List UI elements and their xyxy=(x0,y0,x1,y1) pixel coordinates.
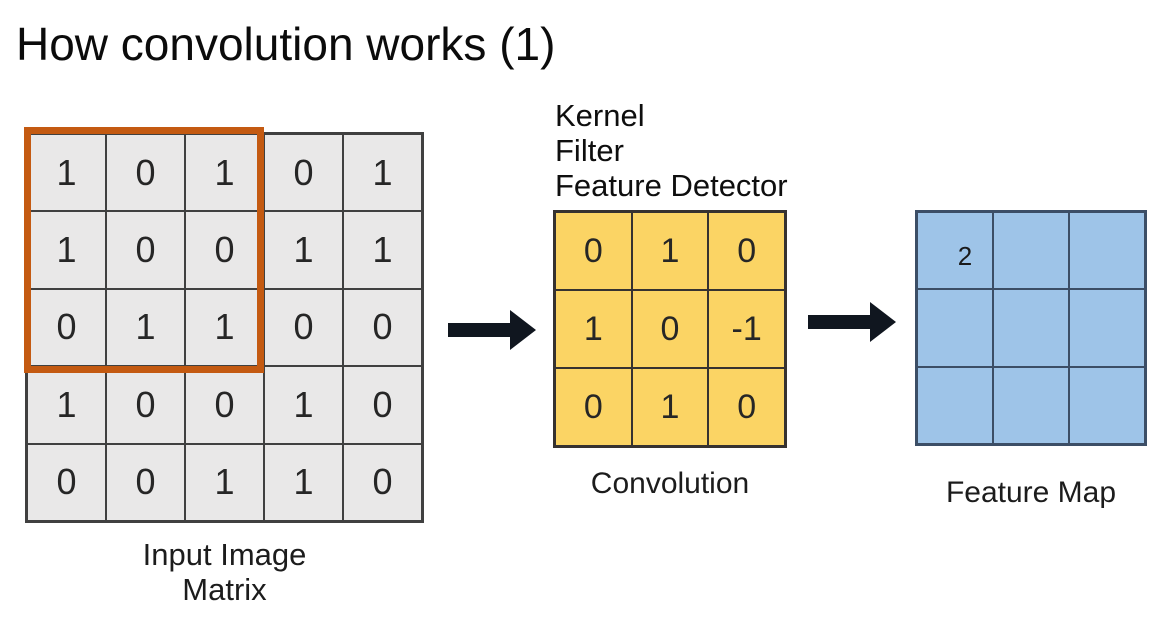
input-cell-r4c1: 0 xyxy=(106,443,185,521)
feature-cell-r1c2 xyxy=(1069,289,1145,367)
kernel-heading-line-3: Feature Detector xyxy=(555,168,788,203)
input-image-matrix: 1 0 1 0 1 1 0 0 1 1 0 1 1 0 0 1 0 0 1 0 … xyxy=(25,132,424,523)
kernel-cell-r2c0: 0 xyxy=(555,368,632,446)
arrow-input-to-kernel xyxy=(446,308,538,352)
feature-cell-r1c1 xyxy=(993,289,1069,367)
input-cell-r2c2: 1 xyxy=(185,288,264,367)
kernel-cell-r0c0: 0 xyxy=(555,212,632,290)
input-cell-r2c1: 1 xyxy=(106,288,185,367)
input-cell-r1c0: 1 xyxy=(27,211,106,289)
kernel-heading-line-2: Filter xyxy=(555,133,624,168)
input-cell-r3c3: 1 xyxy=(264,366,343,444)
input-cell-r3c2: 0 xyxy=(185,366,264,444)
input-matrix-caption: Input Image Matrix xyxy=(25,537,424,607)
feature-cell-r1c0 xyxy=(917,289,993,367)
arrow-kernel-to-feature-map xyxy=(806,300,898,344)
input-cell-r3c1: 0 xyxy=(106,366,185,444)
right-arrow-icon xyxy=(448,310,536,350)
input-cell-r2c4: 0 xyxy=(343,288,422,367)
feature-cell-r0c2 xyxy=(1069,212,1145,290)
input-cell-r1c3: 1 xyxy=(264,211,343,289)
input-cell-r4c4: 0 xyxy=(343,443,422,521)
input-cell-r3c4: 0 xyxy=(343,366,422,444)
feature-map-caption: Feature Map xyxy=(945,476,1117,509)
feature-cell-r2c1 xyxy=(993,366,1069,444)
input-cell-r1c1: 0 xyxy=(106,211,185,289)
input-cell-r1c4: 1 xyxy=(343,211,422,289)
kernel-matrix: 0 1 0 1 0 -1 0 1 0 xyxy=(553,210,787,448)
input-cell-r4c3: 1 xyxy=(264,443,343,521)
kernel-heading: Kernel Filter Feature Detector xyxy=(555,98,788,203)
kernel-cell-r1c0: 1 xyxy=(555,290,632,368)
input-cell-r0c0: 1 xyxy=(27,134,106,212)
input-cell-r0c1: 0 xyxy=(106,134,185,212)
kernel-cell-r0c1: 1 xyxy=(631,212,709,290)
feature-cell-r0c0: 2 xyxy=(917,212,993,290)
input-cell-r0c2: 1 xyxy=(185,134,264,212)
input-cell-r2c0: 0 xyxy=(27,288,106,367)
convolution-caption: Convolution xyxy=(590,467,750,500)
feature-cell-r2c0 xyxy=(917,366,993,444)
input-cell-r4c2: 1 xyxy=(185,443,264,521)
kernel-heading-line-1: Kernel xyxy=(555,98,645,133)
input-cell-r0c4: 1 xyxy=(343,134,422,212)
feature-cell-r0c1 xyxy=(993,212,1069,290)
kernel-cell-r2c1: 1 xyxy=(631,368,709,446)
input-cell-r3c0: 1 xyxy=(27,366,106,444)
input-cell-r1c2: 0 xyxy=(185,211,264,289)
input-caption-line-2: Matrix xyxy=(182,572,267,607)
input-cell-r0c3: 0 xyxy=(264,134,343,212)
kernel-cell-r1c1: 0 xyxy=(631,290,709,368)
feature-map-matrix: 2 xyxy=(915,210,1147,446)
input-caption-line-1: Input Image xyxy=(142,537,307,572)
feature-cell-r2c2 xyxy=(1069,366,1145,444)
kernel-cell-r0c2: 0 xyxy=(708,212,785,290)
page-title: How convolution works (1) xyxy=(16,18,556,70)
kernel-cell-r2c2: 0 xyxy=(708,368,785,446)
input-cell-r4c0: 0 xyxy=(27,443,106,521)
input-cell-r2c3: 0 xyxy=(264,288,343,367)
right-arrow-icon xyxy=(808,302,896,342)
kernel-cell-r1c2: -1 xyxy=(708,290,785,368)
